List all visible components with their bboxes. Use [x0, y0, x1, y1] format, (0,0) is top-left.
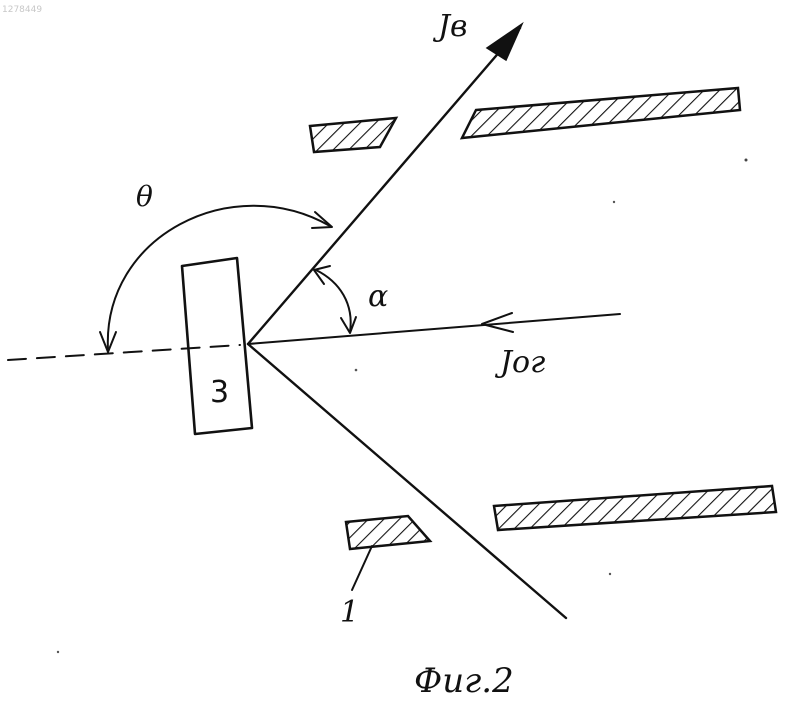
- dashed-axis-line: [8, 345, 240, 360]
- scan-speck: [609, 573, 611, 575]
- outgoing-beam-label: Jв: [432, 9, 468, 44]
- watermark-text: 1278449: [2, 5, 42, 15]
- alpha-arrowhead-bottom: [341, 317, 356, 333]
- scan-speck: [613, 201, 615, 203]
- scan-speck: [355, 369, 358, 372]
- incident-beam-line: [248, 314, 620, 344]
- hatched-block-lower-small: [346, 516, 430, 549]
- alpha-label: α: [368, 279, 388, 314]
- part-1-leader-line: [352, 546, 372, 590]
- scan-speck: [745, 159, 748, 162]
- theta-arc: [108, 206, 330, 350]
- theta-arrowhead-right: [312, 212, 332, 228]
- sample-label: 3: [210, 375, 229, 410]
- part-1-label: 1: [340, 595, 359, 630]
- hatched-block-upper-small: [310, 118, 396, 152]
- lower-beam-line: [248, 344, 566, 618]
- hatched-block-lower-long: [494, 486, 776, 530]
- theta-label: θ: [136, 180, 153, 213]
- hatched-block-upper-long: [462, 88, 740, 138]
- incident-beam-label: Jог: [494, 345, 545, 380]
- scan-speck: [57, 651, 59, 653]
- outgoing-beam-arrowhead: [487, 24, 522, 60]
- alpha-arrowhead-top: [314, 266, 330, 284]
- figure-caption: Фиг.2: [414, 661, 514, 701]
